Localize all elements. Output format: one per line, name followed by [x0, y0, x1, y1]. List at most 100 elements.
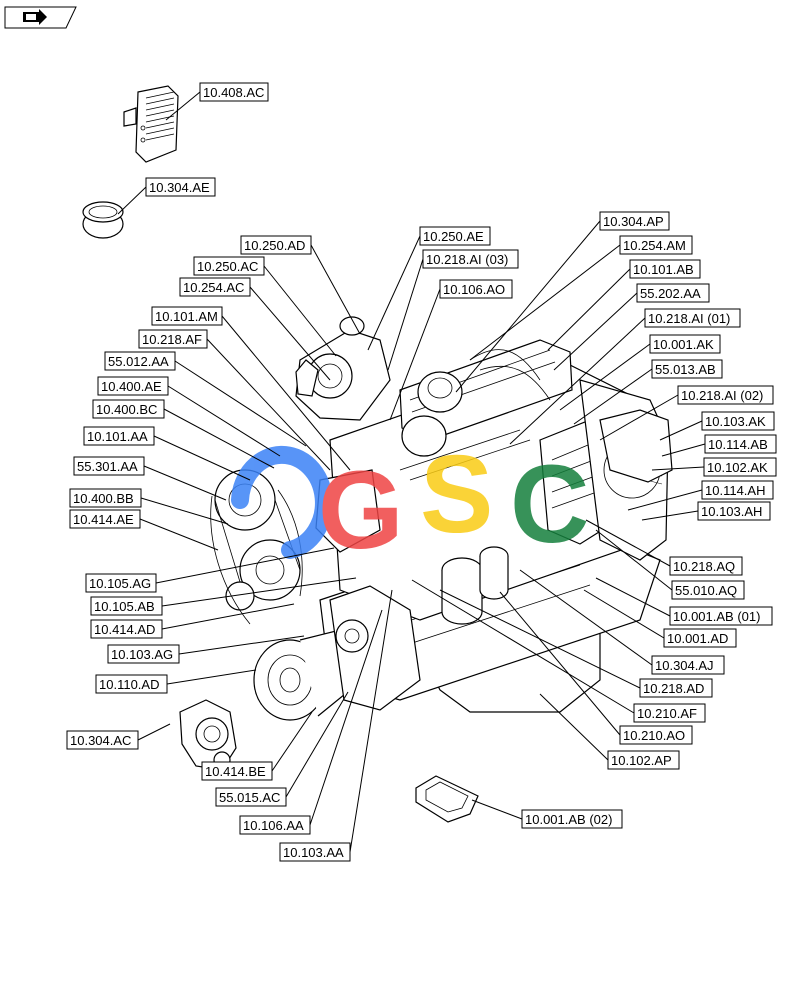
gasket-plate-drawing: [415, 775, 479, 823]
svg-text:10.001.AD: 10.001.AD: [667, 631, 728, 646]
svg-text:10.218.AF: 10.218.AF: [142, 332, 202, 347]
svg-text:10.102.AK: 10.102.AK: [707, 460, 768, 475]
svg-text:10.101.AB: 10.101.AB: [633, 262, 694, 277]
svg-text:10.218.AI (02): 10.218.AI (02): [681, 388, 763, 403]
svg-text:10.105.AB: 10.105.AB: [94, 599, 155, 614]
svg-text:55.010.AQ: 55.010.AQ: [675, 583, 737, 598]
callout-55-010-aq[interactable]: 55.010.AQ: [671, 580, 745, 600]
gear-assembly-drawing: [179, 699, 237, 771]
callout-10-250-ad[interactable]: 10.250.AD: [240, 235, 312, 255]
callout-10-218-ai-02[interactable]: 10.218.AI (02): [677, 385, 774, 405]
svg-text:10.103.AA: 10.103.AA: [283, 845, 344, 860]
callout-10-304-ae[interactable]: 10.304.AE: [145, 177, 216, 197]
callout-10-102-ap[interactable]: 10.102.AP: [607, 750, 680, 770]
svg-text:10.102.AP: 10.102.AP: [611, 753, 672, 768]
watermark-letter-c: C: [510, 443, 589, 566]
watermark: G S C: [231, 433, 589, 572]
callout-10-114-ab[interactable]: 10.114.AB: [704, 434, 777, 454]
callout-10-103-ah[interactable]: 10.103.AH: [697, 501, 771, 521]
svg-text:55.013.AB: 55.013.AB: [655, 362, 716, 377]
svg-text:10.103.AK: 10.103.AK: [705, 414, 766, 429]
leader-lines: [117, 91, 706, 853]
callout-10-105-ag[interactable]: 10.105.AG: [85, 573, 157, 593]
callout-55-015-ac[interactable]: 55.015.AC: [215, 787, 287, 807]
callout-10-103-aa[interactable]: 10.103.AA: [279, 842, 351, 862]
svg-text:10.304.AJ: 10.304.AJ: [655, 658, 714, 673]
callout-10-001-ak[interactable]: 10.001.AK: [649, 334, 721, 354]
svg-text:55.301.AA: 55.301.AA: [77, 459, 138, 474]
callout-10-408-ac[interactable]: 10.408.AC: [199, 82, 269, 102]
callout-10-414-ae[interactable]: 10.414.AE: [69, 509, 141, 529]
svg-text:10.304.AP: 10.304.AP: [603, 214, 664, 229]
callout-55-012-aa[interactable]: 55.012.AA: [104, 351, 176, 371]
callout-10-103-ag[interactable]: 10.103.AG: [107, 644, 180, 664]
callout-10-218-aq[interactable]: 10.218.AQ: [669, 556, 743, 576]
callout-10-001-ad[interactable]: 10.001.AD: [663, 628, 737, 648]
filter-cap-drawing: [82, 201, 124, 239]
svg-text:55.012.AA: 55.012.AA: [108, 354, 169, 369]
callout-10-110-ad[interactable]: 10.110.AD: [95, 674, 168, 694]
callout-10-414-be[interactable]: 10.414.BE: [201, 761, 273, 781]
svg-text:10.218.AI (03): 10.218.AI (03): [426, 252, 508, 267]
callout-10-400-ae[interactable]: 10.400.AE: [97, 376, 169, 396]
callout-55-301-aa[interactable]: 55.301.AA: [73, 456, 145, 476]
svg-text:10.414.AE: 10.414.AE: [73, 512, 134, 527]
svg-text:10.414.AD: 10.414.AD: [94, 622, 155, 637]
watermark-ring-left: [231, 445, 333, 559]
callout-10-400-bc[interactable]: 10.400.BC: [92, 399, 165, 419]
callout-10-105-ab[interactable]: 10.105.AB: [90, 596, 163, 616]
arrow-tab-icon: [23, 9, 47, 25]
callout-10-101-ab[interactable]: 10.101.AB: [629, 259, 701, 279]
svg-text:10.001.AB (02): 10.001.AB (02): [525, 812, 612, 827]
svg-text:10.218.AI (01): 10.218.AI (01): [648, 311, 730, 326]
callout-10-101-aa[interactable]: 10.101.AA: [83, 426, 155, 446]
callout-10-218-ai-03[interactable]: 10.218.AI (03): [422, 249, 519, 269]
svg-text:10.210.AF: 10.210.AF: [637, 706, 697, 721]
watermark-letter-g: G: [318, 449, 404, 572]
svg-text:10.254.AM: 10.254.AM: [623, 238, 686, 253]
callout-10-114-ah[interactable]: 10.114.AH: [701, 480, 774, 500]
svg-text:10.408.AC: 10.408.AC: [203, 85, 264, 100]
callout-10-001-ab-02[interactable]: 10.001.AB (02): [521, 809, 623, 829]
callout-55-202-aa[interactable]: 55.202.AA: [636, 283, 710, 303]
callout-10-254-am[interactable]: 10.254.AM: [619, 235, 693, 255]
callout-10-101-am[interactable]: 10.101.AM: [151, 306, 223, 326]
callout-10-103-ak[interactable]: 10.103.AK: [701, 411, 775, 431]
callout-10-218-ai-01[interactable]: 10.218.AI (01): [644, 308, 741, 328]
svg-text:10.101.AA: 10.101.AA: [87, 429, 148, 444]
svg-text:10.101.AM: 10.101.AM: [155, 309, 218, 324]
callout-10-001-ab-01[interactable]: 10.001.AB (01): [669, 606, 773, 626]
svg-text:10.218.AD: 10.218.AD: [643, 681, 704, 696]
svg-text:10.210.AO: 10.210.AO: [623, 728, 685, 743]
callout-10-250-ae[interactable]: 10.250.AE: [419, 226, 491, 246]
callout-10-210-ao[interactable]: 10.210.AO: [619, 725, 693, 745]
callout-10-254-ac[interactable]: 10.254.AC: [179, 277, 251, 297]
callout-10-414-ad[interactable]: 10.414.AD: [90, 619, 163, 639]
svg-text:10.254.AC: 10.254.AC: [183, 280, 244, 295]
callout-10-218-af[interactable]: 10.218.AF: [138, 329, 208, 349]
callout-10-250-ac[interactable]: 10.250.AC: [193, 256, 265, 276]
callout-10-218-ad[interactable]: 10.218.AD: [639, 678, 713, 698]
svg-text:10.250.AD: 10.250.AD: [244, 238, 305, 253]
callout-10-102-ak[interactable]: 10.102.AK: [703, 457, 777, 477]
svg-text:10.103.AH: 10.103.AH: [701, 504, 762, 519]
callout-10-106-ao[interactable]: 10.106.AO: [439, 279, 513, 299]
svg-text:10.001.AK: 10.001.AK: [653, 337, 714, 352]
callout-10-210-af[interactable]: 10.210.AF: [633, 703, 706, 723]
svg-text:10.304.AC: 10.304.AC: [70, 733, 131, 748]
callout-10-106-aa[interactable]: 10.106.AA: [239, 815, 311, 835]
watermark-letter-s: S: [420, 433, 493, 556]
svg-text:10.110.AD: 10.110.AD: [99, 677, 159, 692]
svg-text:10.001.AB (01): 10.001.AB (01): [673, 609, 760, 624]
svg-text:10.218.AQ: 10.218.AQ: [673, 559, 735, 574]
callout-10-304-ac[interactable]: 10.304.AC: [66, 730, 139, 750]
svg-text:55.015.AC: 55.015.AC: [219, 790, 280, 805]
callout-10-400-bb[interactable]: 10.400.BB: [69, 488, 142, 508]
nav-tab[interactable]: [4, 6, 77, 29]
callout-55-013-ab[interactable]: 55.013.AB: [651, 359, 723, 379]
callout-10-304-ap[interactable]: 10.304.AP: [599, 211, 670, 231]
callout-10-304-aj[interactable]: 10.304.AJ: [651, 655, 725, 675]
svg-text:10.250.AE: 10.250.AE: [423, 229, 484, 244]
svg-text:55.202.AA: 55.202.AA: [640, 286, 701, 301]
svg-text:10.414.BE: 10.414.BE: [205, 764, 266, 779]
